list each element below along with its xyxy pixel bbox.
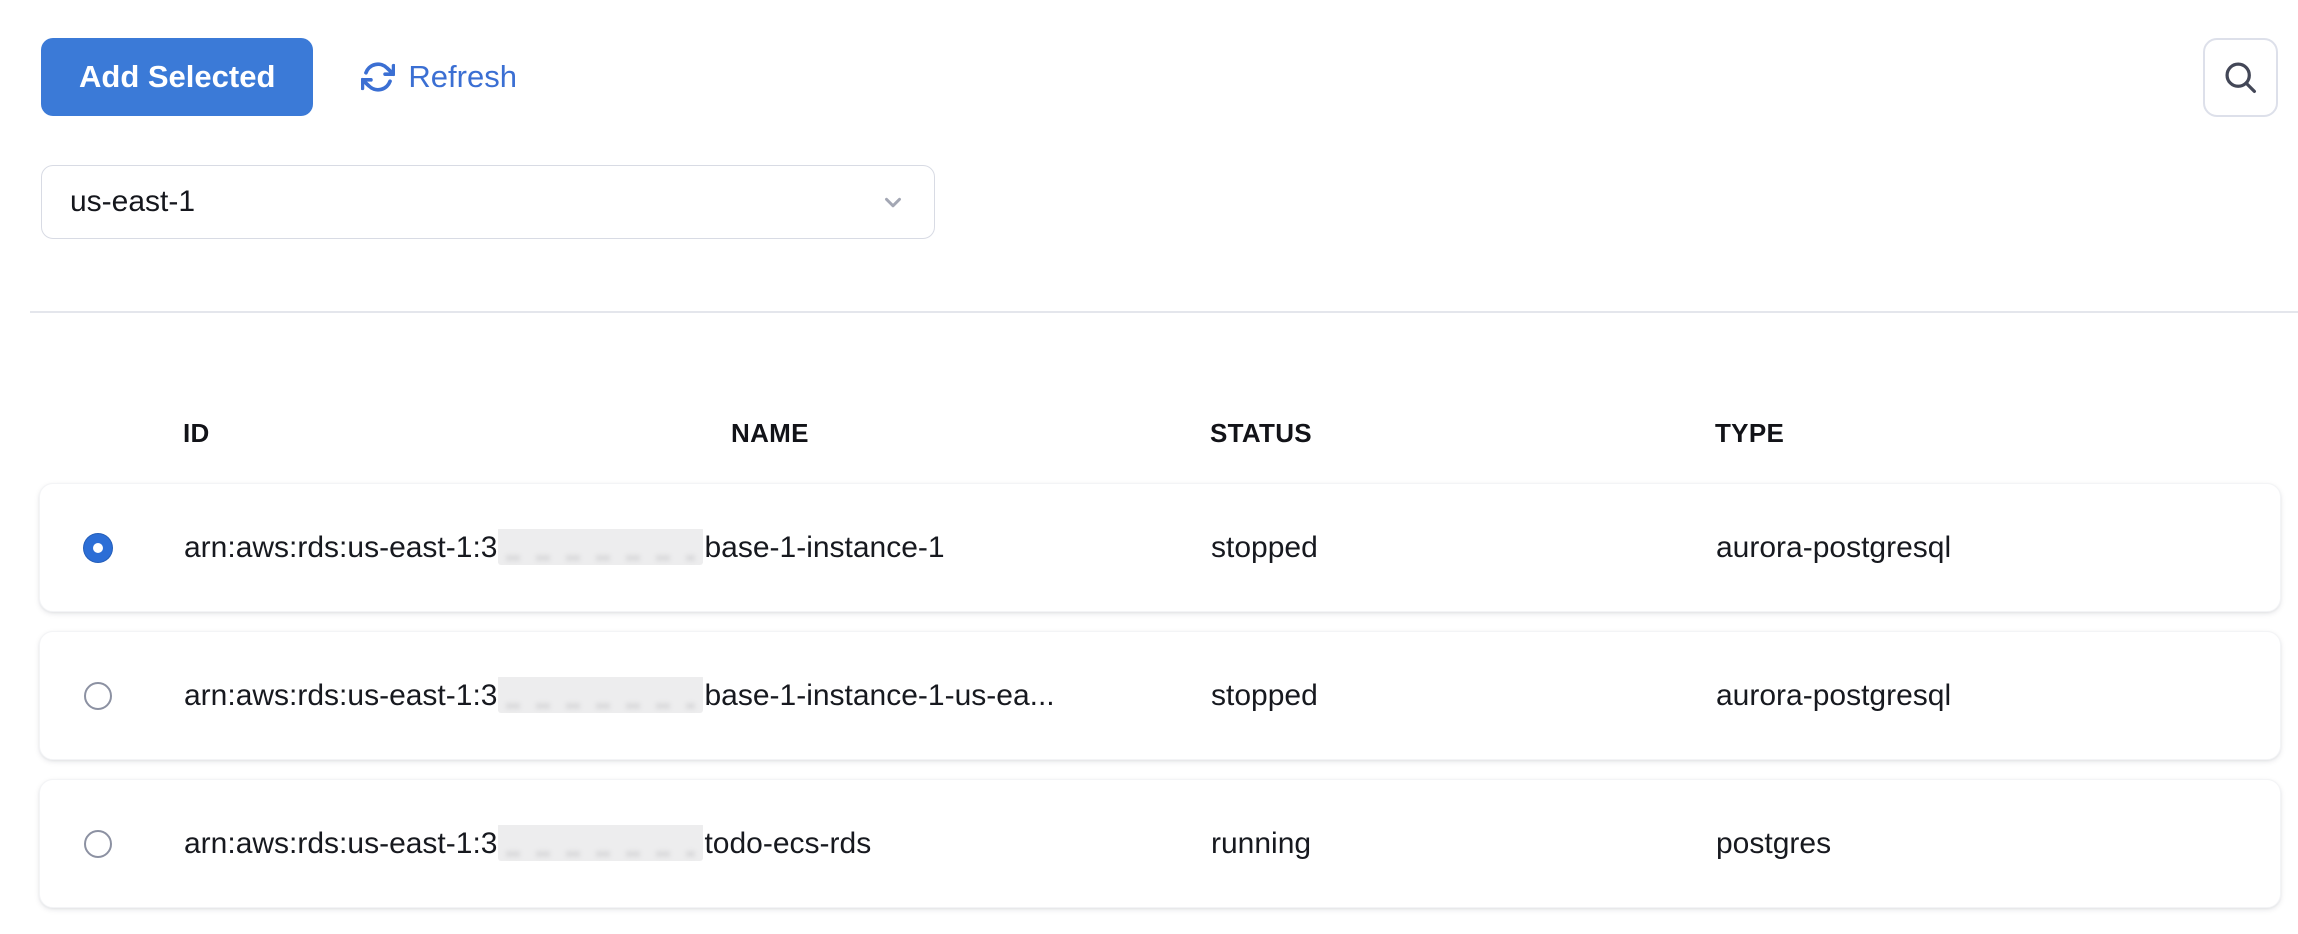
region-dropdown-value: us-east-1	[70, 185, 196, 218]
row-id-cell: arn:aws:rds:us-east-1:3 todo-ecs-rds	[184, 824, 1211, 863]
add-selected-button[interactable]: Add Selected	[41, 38, 314, 116]
row-status: stopped	[1211, 530, 1318, 564]
refresh-button[interactable]: Refresh	[361, 59, 517, 95]
column-header-status: STATUS	[1210, 417, 1312, 448]
section-divider	[30, 311, 2298, 313]
row-name: todo-ecs-rds	[704, 826, 872, 860]
search-button[interactable]	[2203, 38, 2278, 117]
region-dropdown[interactable]: us-east-1	[41, 165, 935, 239]
refresh-icon	[361, 60, 396, 94]
row-id-cell: arn:aws:rds:us-east-1:3 base-1-instance-1	[184, 528, 1211, 567]
row-radio[interactable]	[84, 829, 112, 858]
table-row[interactable]: arn:aws:rds:us-east-1:3 base-1-instance-1…	[39, 631, 2281, 760]
row-type: aurora-postgresql	[1716, 530, 1952, 564]
radio-cell	[40, 681, 184, 710]
row-id-prefix: arn:aws:rds:us-east-1:3	[184, 530, 498, 564]
column-header-name: NAME	[731, 417, 809, 448]
row-name: base-1-instance-1-us-ea...	[704, 678, 1055, 712]
row-id-prefix: arn:aws:rds:us-east-1:3	[184, 678, 498, 712]
toolbar: Add Selected Refresh	[41, 38, 517, 116]
row-status: running	[1211, 826, 1312, 860]
redacted-text	[498, 528, 704, 565]
radio-cell	[40, 533, 184, 562]
table-header: ID NAME STATUS TYPE	[39, 413, 2281, 453]
instance-list: arn:aws:rds:us-east-1:3 base-1-instance-1…	[39, 483, 2281, 927]
row-name: base-1-instance-1	[704, 530, 945, 564]
row-id-cell: arn:aws:rds:us-east-1:3 base-1-instance-1…	[184, 676, 1211, 715]
table-row[interactable]: arn:aws:rds:us-east-1:3 base-1-instance-1…	[39, 483, 2281, 612]
table-row[interactable]: arn:aws:rds:us-east-1:3 todo-ecs-rds runn…	[39, 779, 2281, 908]
column-header-type: TYPE	[1715, 417, 1785, 448]
chevron-down-icon	[880, 189, 906, 215]
radio-cell	[40, 829, 184, 858]
row-radio[interactable]	[84, 681, 112, 710]
row-type: aurora-postgresql	[1716, 678, 1952, 712]
search-icon	[2222, 59, 2259, 96]
row-status: stopped	[1211, 678, 1318, 712]
column-header-id: ID	[183, 417, 210, 448]
row-type: postgres	[1716, 826, 1832, 860]
row-radio[interactable]	[84, 533, 112, 562]
row-id-prefix: arn:aws:rds:us-east-1:3	[184, 826, 498, 860]
redacted-text	[498, 676, 704, 713]
refresh-label: Refresh	[408, 59, 517, 94]
redacted-text	[498, 824, 704, 861]
